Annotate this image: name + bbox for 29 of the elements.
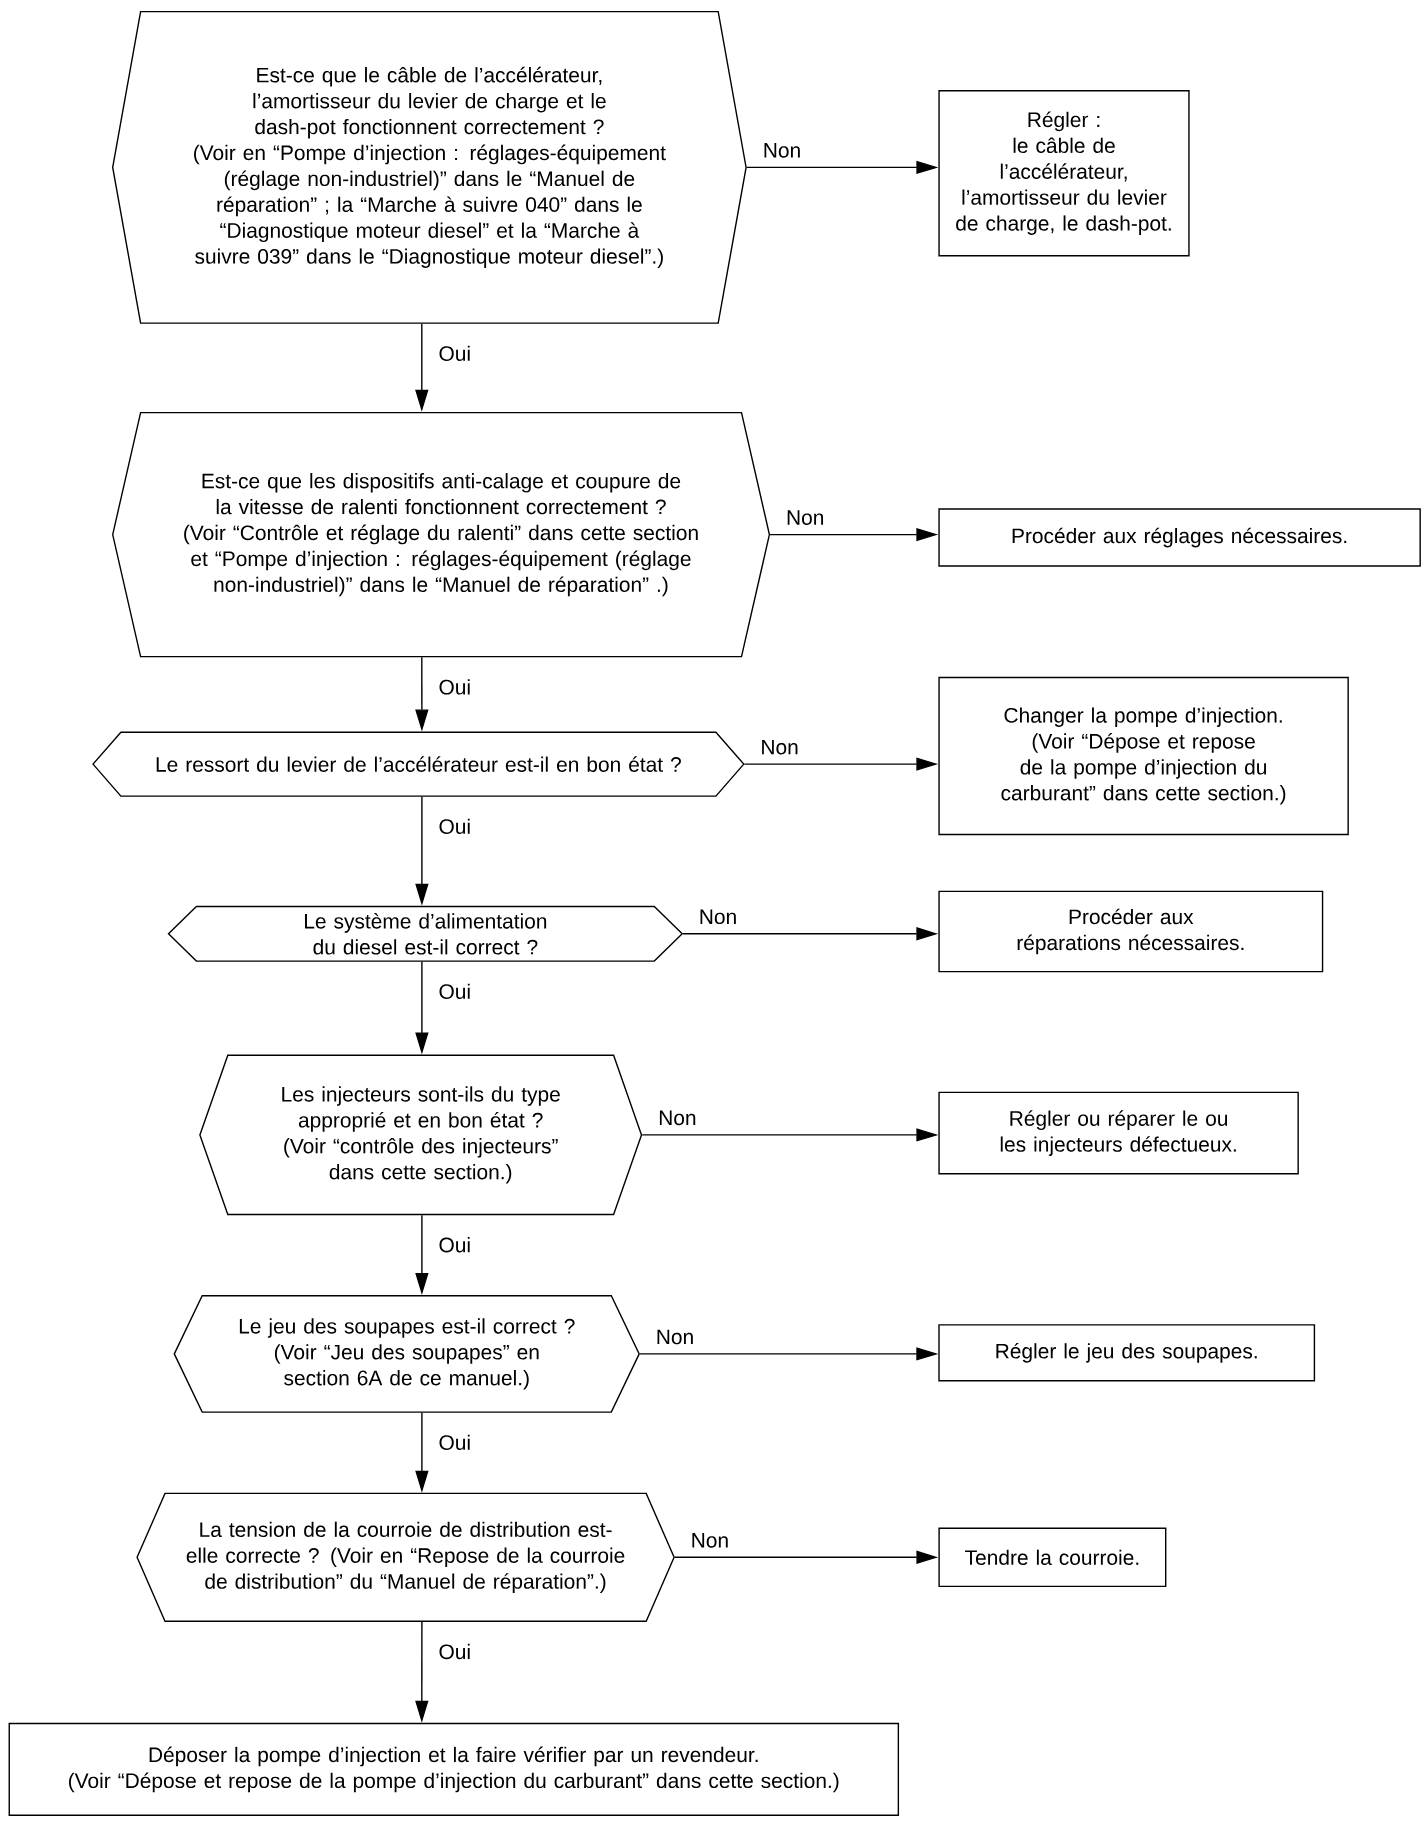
action-box: Régler ou réparer le ou les injecteurs défectueux. xyxy=(938,1091,1299,1175)
edge-label: Non xyxy=(653,1327,697,1347)
edge-label: Oui xyxy=(436,1235,474,1255)
edge-label: Non xyxy=(696,907,740,927)
edge-label: Non xyxy=(784,508,827,527)
action-box: Tendre la courroie. xyxy=(938,1527,1167,1588)
edge-label: Oui xyxy=(436,816,474,836)
action-box: Régler le jeu des soupapes. xyxy=(938,1324,1316,1382)
edge-label: Oui xyxy=(436,1432,474,1452)
edge-label: Oui xyxy=(436,981,474,1001)
edge-label: Non xyxy=(758,737,801,757)
decision-hexagon: La tension de la courroie de distribution est-elle correcte ? (Voir en “Repose de la courroie de distribution” du “Manuel de réparation”.) xyxy=(136,1492,675,1622)
decision-hexagon: Est-ce que les dispositifs anti-calage et coupure de la vitesse de ralenti fonctionnent correctement ? (Voir “Contrôle et réglage du ralenti” dans cette section et “Pompe d’injection : réglages-équipement (réglage non-industriel)” dans le “Manuel de réparation” .) xyxy=(112,411,771,658)
edge-label: Oui xyxy=(436,343,474,363)
decision-hexagon: Le ressort du levier de l’accélérateur est-il en bon état ? xyxy=(92,731,745,797)
edge-label: Non xyxy=(656,1108,699,1128)
action-box: Changer la pompe d’injection. (Voir “Dépose et repose de la pompe d’injection du carburant” dans cette section.) xyxy=(938,676,1349,836)
edge-label: Oui xyxy=(436,1641,474,1662)
edge-label: Non xyxy=(688,1531,732,1550)
decision-hexagon: Est-ce que le câble de l’accélérateur, l’amortisseur du levier de charge et le dash-pot fonctionnent correctement ? (Voir en “Pompe d’injection : réglages-équipement (réglage non-industriel)” dans le “Manuel de réparation” ; la “Marche à suivre 040” dans le “Diagnostique moteur diesel” et la “Marche à suivre 039” dans le “Diagnostique moteur diesel”.) xyxy=(112,10,747,324)
decision-hexagon: Les injecteurs sont-ils du type approprié et en bon état ? (Voir “contrôle des injecteurs” dans cette section.) xyxy=(199,1054,643,1216)
action-box: Procéder aux réglages nécessaires. xyxy=(938,508,1421,567)
action-box: Procéder aux réparations nécessaires. xyxy=(938,890,1324,973)
edge-label: Non xyxy=(760,141,804,160)
decision-hexagon: Le système d’alimentation du diesel est-il correct ? xyxy=(167,905,684,962)
decision-hexagon: Le jeu des soupapes est-il correct ? (Voir “Jeu des soupapes” en section 6A de ce manuel.) xyxy=(173,1295,640,1413)
action-box: Régler : le câble de l’accélérateur, l’amortisseur du levier de charge, le dash-pot. xyxy=(938,90,1190,257)
edge-label: Oui xyxy=(436,677,474,697)
action-box: Déposer la pompe d’injection et la faire vérifier par un revendeur. (Voir “Dépose et repose de la pompe d’injection du carburant” dans cette section.) xyxy=(8,1722,900,1816)
